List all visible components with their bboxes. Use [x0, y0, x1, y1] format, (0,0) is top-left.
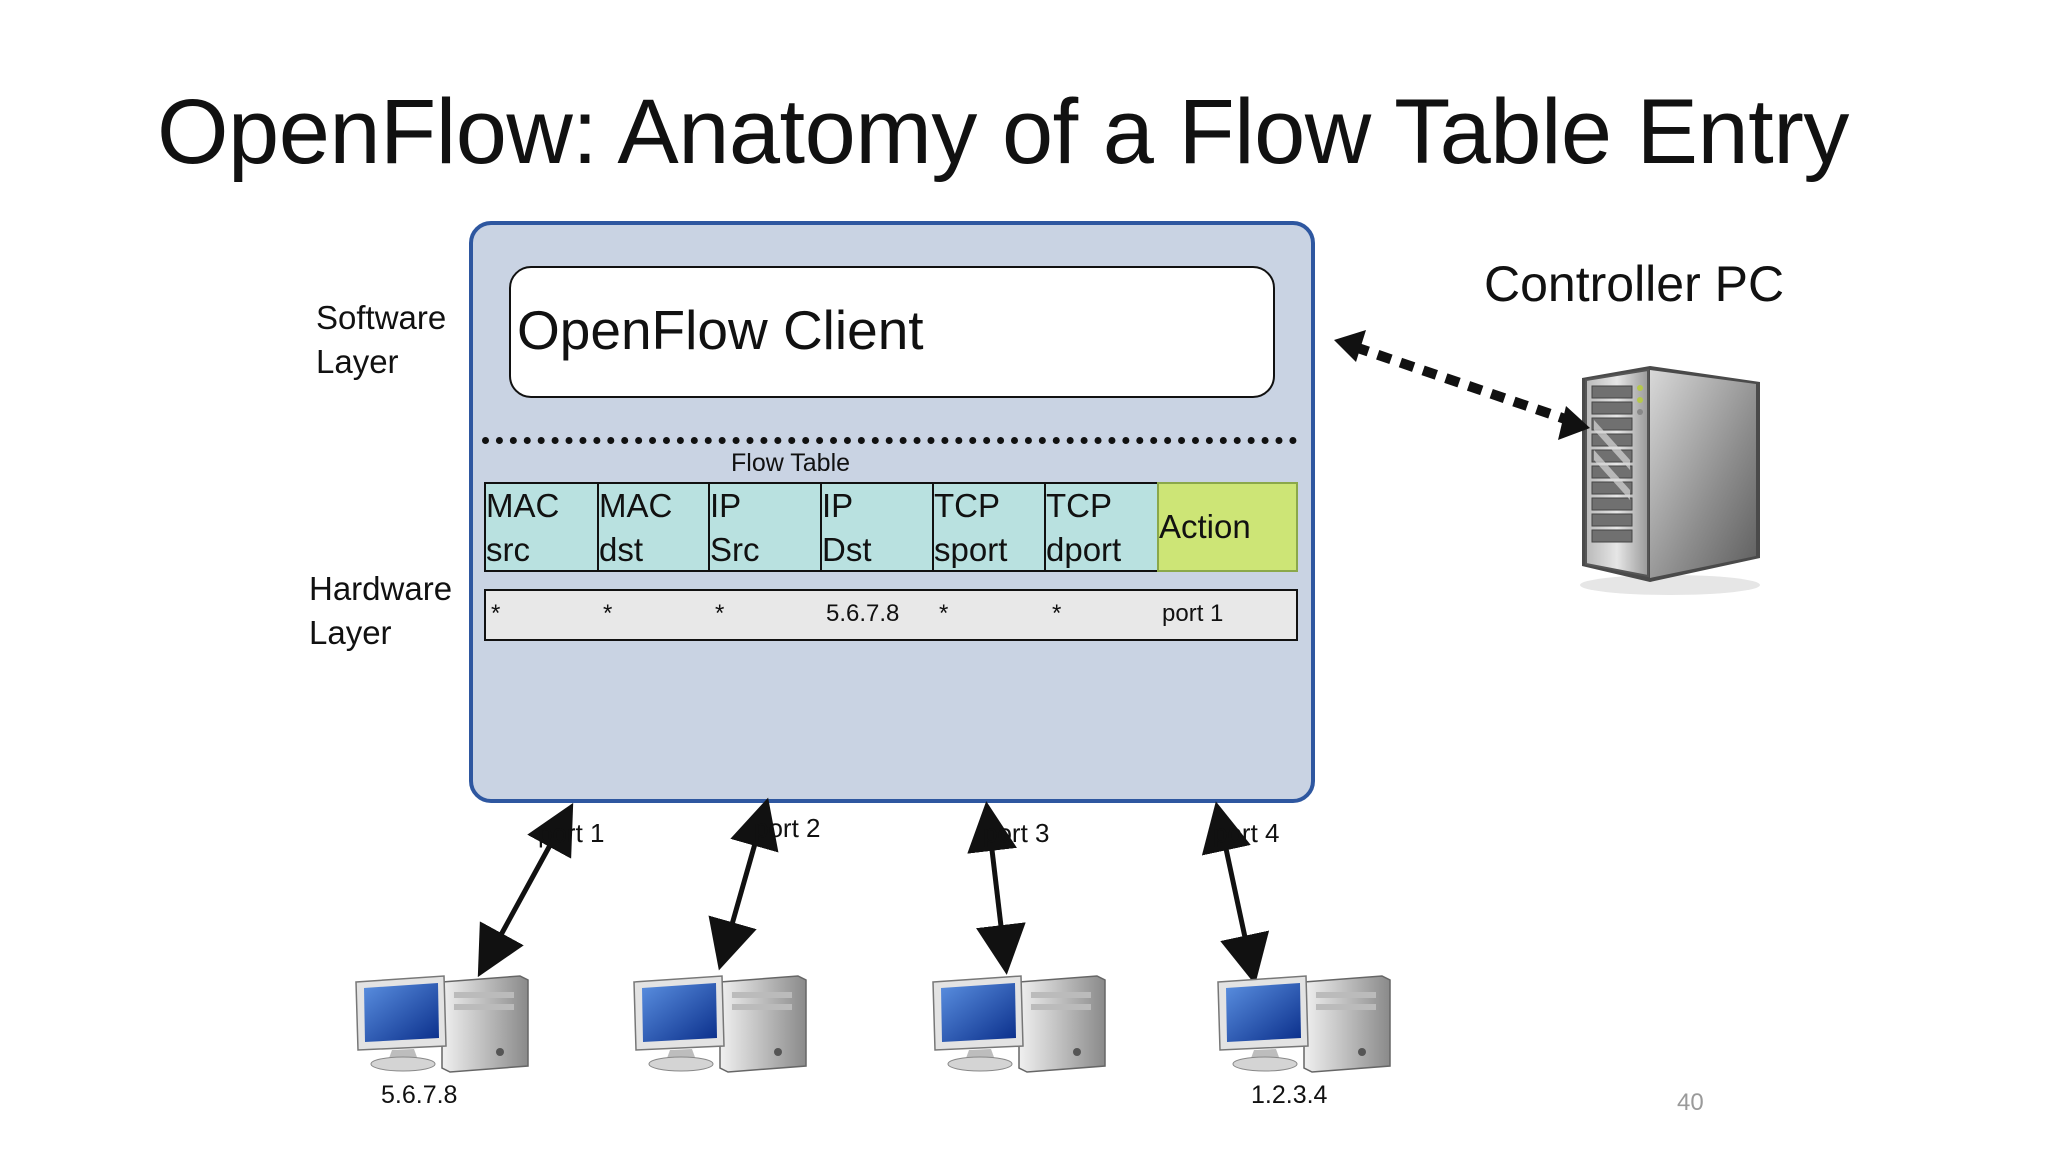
header-line2: sport — [934, 531, 1008, 568]
entry-tcp-sport: * — [939, 600, 949, 627]
header-line1: MAC — [486, 487, 560, 524]
software-layer-label-line2: Layer — [316, 343, 399, 380]
host-4-address: 1.2.3.4 — [1251, 1081, 1328, 1109]
header-line2: dst — [599, 531, 644, 568]
controller-pc-label: Controller PC — [1484, 256, 1785, 312]
header-line2: Src — [710, 531, 760, 568]
hardware-layer-label-line1: Hardware — [309, 570, 453, 607]
entry-mac-src: * — [491, 600, 501, 627]
entry-ip-src: * — [715, 600, 725, 627]
flow-table-label: Flow Table — [731, 449, 851, 477]
port3-link — [967, 801, 1026, 975]
flow-entry-row — [484, 589, 1298, 641]
header-line1: TCP — [1046, 487, 1112, 524]
port4-link — [1201, 801, 1270, 985]
header-line2: dport — [1046, 531, 1122, 568]
header-tcp-dport: TCP dport — [1044, 482, 1159, 572]
header-ip-src: IP Src — [708, 482, 822, 572]
host-1-address: 5.6.7.8 — [381, 1081, 458, 1109]
openflow-client-label: OpenFlow Client — [517, 299, 924, 361]
port-1-label: port 1 — [538, 818, 605, 848]
header-line2: src — [486, 531, 530, 568]
server-tower-icon — [1580, 366, 1760, 595]
header-mac-src: MAC src — [484, 482, 599, 572]
slide-title: OpenFlow: Anatomy of a Flow Table Entry — [157, 81, 1849, 183]
entry-action: port 1 — [1162, 600, 1224, 627]
desktop-computer-icon — [932, 975, 1106, 1073]
header-line2: Dst — [822, 531, 872, 568]
header-line1: IP — [710, 487, 742, 524]
layer-divider — [482, 437, 1297, 444]
header-action: Action — [1157, 482, 1298, 572]
hardware-layer-label-line2: Layer — [309, 614, 392, 651]
header-line1: MAC — [599, 487, 673, 524]
header-mac-dst: MAC dst — [597, 482, 710, 572]
software-layer-label: Software Layer — [316, 296, 446, 384]
port2-link — [708, 797, 779, 971]
software-layer-label-line1: Software — [316, 299, 447, 336]
openflow-client-box — [509, 266, 1275, 398]
entry-mac-dst: * — [603, 600, 613, 627]
page-number: 40 — [1677, 1089, 1704, 1116]
port-4-label: port 4 — [1213, 818, 1280, 848]
entry-ip-dst: 5.6.7.8 — [826, 600, 900, 627]
header-line1: TCP — [934, 487, 1000, 524]
hardware-layer-label: Hardware Layer — [309, 567, 452, 655]
desktop-computer-icon — [633, 975, 807, 1073]
entry-tcp-dport: * — [1052, 600, 1062, 627]
port1-link — [477, 802, 574, 978]
header-ip-dst: IP Dst — [820, 482, 934, 572]
port-3-label: port 3 — [983, 818, 1050, 848]
desktop-computer-icon — [355, 975, 529, 1073]
port-2-label: port 2 — [754, 813, 821, 843]
header-tcp-sport: TCP sport — [932, 482, 1046, 572]
desktop-computer-icon — [1217, 975, 1391, 1073]
header-line1: IP — [822, 487, 854, 524]
